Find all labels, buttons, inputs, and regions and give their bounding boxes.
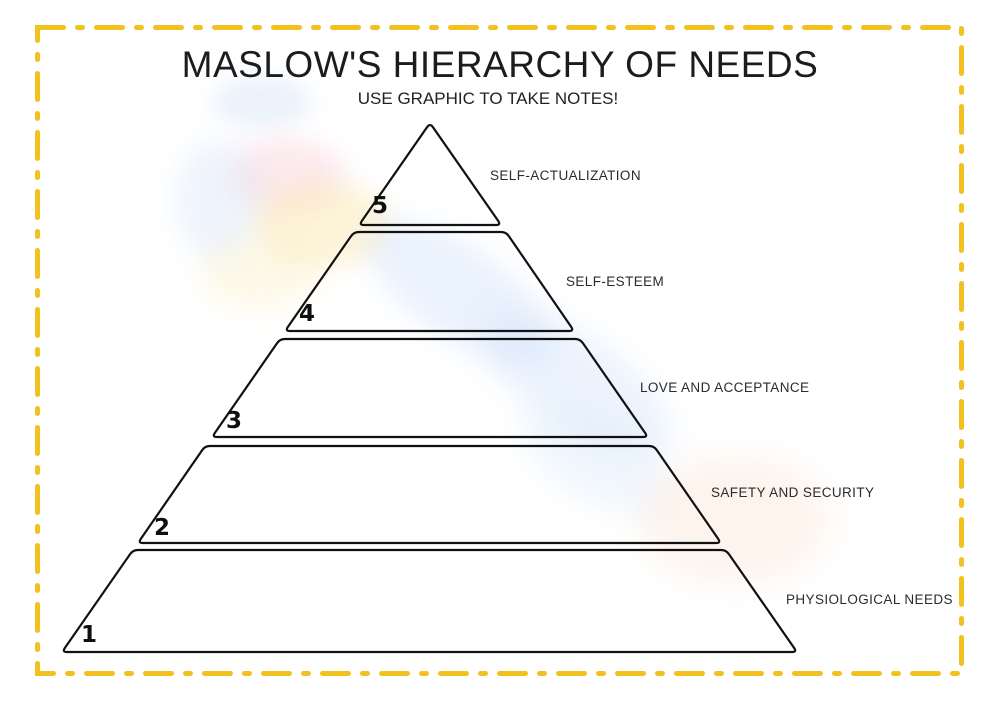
pyramid-tier-3 <box>212 337 648 439</box>
tier-5-label: SELF-ACTUALIZATION <box>490 168 641 183</box>
tier-5-number: 5 <box>372 193 389 219</box>
tier-3-number: 3 <box>226 408 243 434</box>
pyramid-tier-4 <box>285 230 574 333</box>
dashed-border <box>35 25 964 676</box>
pyramid-tier-5 <box>359 123 501 227</box>
pyramid-tier-1 <box>62 548 797 654</box>
tier-4-label: SELF-ESTEEM <box>566 274 665 289</box>
tier-2-label: SAFETY AND SECURITY <box>711 485 875 500</box>
pyramid-tier-2 <box>138 444 721 545</box>
page-title: MASLOW'S HIERARCHY OF NEEDS <box>181 44 819 85</box>
tier-2-number: 2 <box>154 515 171 541</box>
page-subtitle: USE GRAPHIC TO TAKE NOTES! <box>357 89 619 108</box>
tier-4-number: 4 <box>299 301 316 327</box>
tier-3-label: LOVE AND ACCEPTANCE <box>640 380 810 395</box>
tier-1-label: PHYSIOLOGICAL NEEDS <box>786 592 953 607</box>
tier-1-number: 1 <box>81 622 98 648</box>
